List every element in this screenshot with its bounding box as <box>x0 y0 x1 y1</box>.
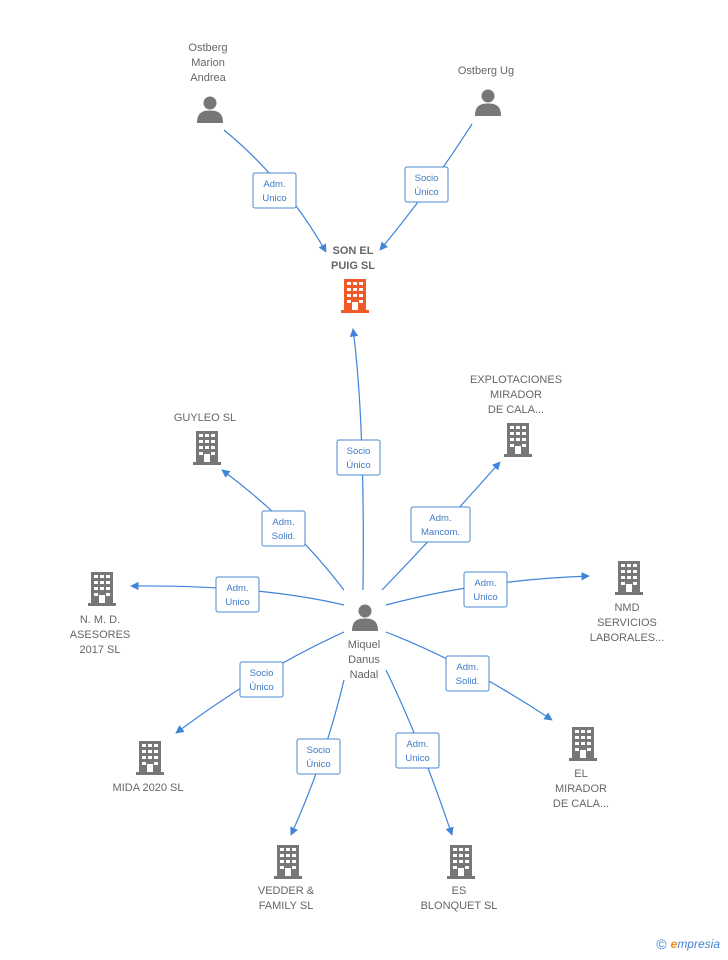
node-ostberg-ug[interactable]: Ostberg Ug <box>458 65 514 116</box>
edge-label-miquel-el-mirador[interactable]: Adm. Solid. <box>445 655 490 692</box>
edge-label-miquel-es-blonquet[interactable]: Adm. Unico <box>395 732 440 769</box>
svg-text:Adm.: Adm. <box>272 517 294 528</box>
svg-text:Adm.: Adm. <box>429 513 451 524</box>
node-label: GUYLEO SL <box>174 412 236 424</box>
building-icon <box>447 845 475 879</box>
building-icon <box>569 727 597 761</box>
node-label: ES <box>452 885 467 897</box>
person-icon <box>352 604 378 631</box>
node-el-mirador[interactable]: EL MIRADOR DE CALA... <box>553 727 609 810</box>
svg-text:Adm.: Adm. <box>456 662 478 673</box>
node-nmd-servicios[interactable]: NMD SERVICIOS LABORALES... <box>590 561 665 644</box>
node-label: Danus <box>348 654 380 666</box>
node-label: MIDA 2020 SL <box>113 782 184 794</box>
node-label: DE CALA... <box>553 798 609 810</box>
svg-text:Unico: Unico <box>225 597 249 608</box>
node-ostberg-marion[interactable]: Ostberg Marion Andrea <box>188 42 228 123</box>
svg-text:Adm.: Adm. <box>406 739 428 750</box>
node-label: SERVICIOS <box>597 617 657 629</box>
person-icon <box>475 89 501 116</box>
svg-text:Solid.: Solid. <box>272 531 296 542</box>
svg-text:Unico: Unico <box>405 753 429 764</box>
svg-text:Unico: Unico <box>262 193 286 204</box>
building-icon <box>193 431 221 465</box>
svg-text:Adm.: Adm. <box>226 583 248 594</box>
svg-text:Único: Único <box>249 682 273 693</box>
edge-label-miquel-guyleo[interactable]: Adm. Solid. <box>261 510 306 547</box>
node-miquel[interactable]: Miquel Danus Nadal <box>348 604 381 682</box>
edge-label-miquel-vedder[interactable]: Socio Único <box>296 738 341 775</box>
svg-text:Único: Único <box>346 460 370 471</box>
node-vedder[interactable]: VEDDER & FAMILY SL <box>258 845 315 912</box>
edges <box>130 123 590 836</box>
svg-text:Socio: Socio <box>415 173 439 184</box>
node-label: NMD <box>614 602 639 614</box>
node-label: SON EL <box>333 245 374 257</box>
svg-text:Socio: Socio <box>347 446 371 457</box>
svg-text:Único: Único <box>414 187 438 198</box>
node-label: BLONQUET SL <box>421 900 498 912</box>
svg-text:Mancom.: Mancom. <box>421 527 460 538</box>
edge-label-miquel-son[interactable]: Socio Único <box>336 439 381 476</box>
svg-text:Unico: Unico <box>473 592 497 603</box>
node-guyleo[interactable]: GUYLEO SL <box>174 412 236 465</box>
svg-text:Adm.: Adm. <box>263 179 285 190</box>
svg-text:Solid.: Solid. <box>456 676 480 687</box>
copyright-icon: © <box>656 936 667 952</box>
svg-text:Socio: Socio <box>250 668 274 679</box>
node-label: Miquel <box>348 639 380 651</box>
node-label: FAMILY SL <box>259 900 314 912</box>
building-icon <box>615 561 643 595</box>
node-label: N. M. D. <box>80 614 120 626</box>
edge-label-miquel-explotaciones[interactable]: Adm. Mancom. <box>410 506 471 543</box>
building-icon <box>341 279 369 313</box>
edge-label-miquel-mida[interactable]: Socio Único <box>239 661 284 698</box>
node-es-blonquet[interactable]: ES BLONQUET SL <box>421 845 498 912</box>
node-label: PUIG SL <box>331 260 375 272</box>
person-icon <box>197 96 223 123</box>
building-icon <box>88 572 116 606</box>
node-label: Marion <box>191 57 225 69</box>
footer-credit: © empresia <box>656 936 720 952</box>
edge-label-marion-son[interactable]: Adm. Unico <box>252 172 297 209</box>
node-son-el-puig[interactable]: SON EL PUIG SL <box>331 245 375 313</box>
svg-text:Adm.: Adm. <box>474 578 496 589</box>
edge-label-miquel-nmd-servicios[interactable]: Adm. Unico <box>463 571 508 608</box>
node-nmd-asesores[interactable]: N. M. D. ASESORES 2017 SL <box>70 572 131 656</box>
node-label: LABORALES... <box>590 632 665 644</box>
svg-text:Socio: Socio <box>307 745 331 756</box>
node-label: MIRADOR <box>490 389 542 401</box>
node-label: EL <box>574 768 587 780</box>
building-icon <box>136 741 164 775</box>
node-label: MIRADOR <box>555 783 607 795</box>
node-label: Andrea <box>190 72 226 84</box>
building-icon <box>274 845 302 879</box>
node-label: VEDDER & <box>258 885 315 897</box>
edge-label-miquel-nmd-asesores[interactable]: Adm. Unico <box>215 576 260 613</box>
brand-logo[interactable]: empresia <box>670 937 720 951</box>
edge-label-ug-son[interactable]: Socio Único <box>404 166 449 203</box>
node-label: DE CALA... <box>488 404 544 416</box>
node-label: Ostberg <box>188 42 227 54</box>
building-icon <box>504 423 532 457</box>
node-label: EXPLOTACIONES <box>470 374 562 386</box>
svg-text:Único: Único <box>306 759 330 770</box>
node-explotaciones[interactable]: EXPLOTACIONES MIRADOR DE CALA... <box>470 374 562 457</box>
node-label: 2017 SL <box>80 644 121 656</box>
node-label: Ostberg Ug <box>458 65 514 77</box>
node-label: ASESORES <box>70 629 131 641</box>
node-mida[interactable]: MIDA 2020 SL <box>113 741 184 794</box>
node-label: Nadal <box>350 669 379 681</box>
